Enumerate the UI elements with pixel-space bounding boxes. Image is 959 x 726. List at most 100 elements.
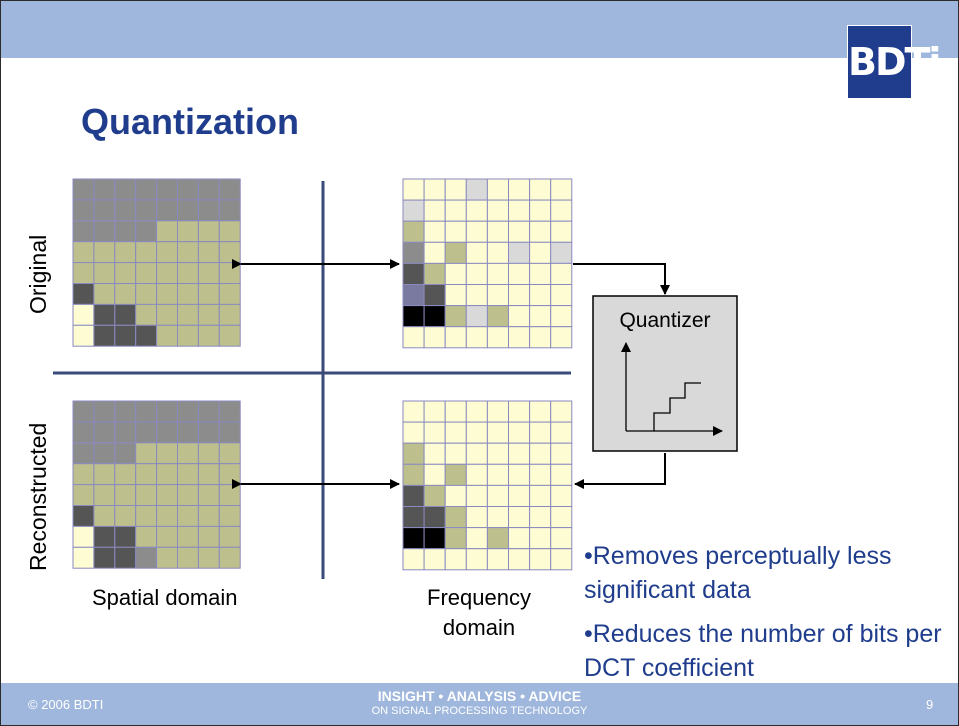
grid-cell: [93, 324, 116, 347]
grid-cell: [529, 326, 552, 349]
grid-cell: [114, 421, 137, 444]
grid-cell: [156, 400, 179, 423]
grid-cell: [156, 241, 179, 264]
grid-cell: [156, 199, 179, 222]
quantizer-box: [592, 295, 738, 452]
grid-cell: [135, 283, 158, 305]
grid-cell: [218, 220, 241, 243]
grid-cell: [156, 463, 179, 486]
grid-cell: [177, 421, 199, 444]
grid-cell: [486, 199, 509, 222]
spatial-domain-caption: Spatial domain: [92, 585, 238, 610]
grid-cell: [177, 303, 199, 326]
grid-cell: [72, 178, 95, 201]
grid-cell: [508, 463, 531, 486]
grid-cell: [486, 463, 509, 486]
grid-cell: [486, 400, 509, 423]
grid-cell: [114, 463, 137, 486]
grid-cell: [444, 241, 467, 264]
grid-cell: [508, 400, 531, 423]
grid-cell: [72, 262, 95, 285]
grid-cell: [218, 525, 241, 548]
grid-cell: [486, 527, 509, 550]
grid-cell: [197, 546, 220, 569]
grid-cell: [508, 442, 531, 465]
grid-cell: [93, 463, 116, 486]
grid-cell: [423, 421, 446, 444]
grid-cell: [93, 442, 116, 465]
grid-cell: [218, 199, 241, 222]
grid-cell: [423, 463, 446, 486]
grid-cell: [550, 326, 573, 349]
grid-cell: [177, 199, 199, 222]
quantizer-label: Quantizer: [619, 309, 710, 332]
grid-cell: [177, 262, 199, 285]
grid-cell: [197, 421, 220, 444]
grid-cell: [135, 262, 158, 285]
grid-cell: [486, 442, 509, 465]
grid-cell: [135, 178, 158, 201]
grid-cell: [508, 484, 531, 507]
grid-cell: [465, 548, 488, 571]
grid-cell: [465, 178, 488, 201]
grid-cell: [177, 546, 199, 569]
grid-cell: [550, 484, 573, 507]
grid-cell: [465, 220, 488, 243]
grid-cell: [114, 525, 137, 548]
grid-cell: [218, 241, 241, 264]
grid-cell: [135, 303, 158, 326]
grid-cell: [508, 178, 531, 201]
grid-cell: [93, 241, 116, 264]
grid-cell: [177, 505, 199, 527]
grid-cell: [114, 199, 137, 222]
grid-cell: [114, 442, 137, 465]
grid-cell: [550, 421, 573, 444]
grid-cell: [177, 178, 199, 201]
grid-cell: [529, 305, 552, 328]
spatial-reconstructed-grid: [72, 400, 241, 569]
grid-cell: [529, 178, 552, 201]
grid-cell: [156, 505, 179, 527]
grid-cell: [177, 525, 199, 548]
grid-cell: [72, 400, 95, 423]
grid-cell: [465, 305, 488, 328]
grid-cell: [218, 400, 241, 423]
grid-cell: [423, 178, 446, 201]
grid-cell: [156, 546, 179, 569]
grid-cell: [423, 484, 446, 507]
grid-cell: [114, 178, 137, 201]
grid-cell: [197, 283, 220, 305]
grid-cell: [486, 421, 509, 444]
grid-cell: [135, 400, 158, 423]
grid-cell: [218, 463, 241, 486]
grid-cell: [218, 421, 241, 444]
grid-cell: [486, 326, 509, 349]
bullet-list: •Removes perceptually less significant d…: [584, 539, 958, 695]
grid-cell: [423, 241, 446, 264]
grid-cell: [72, 505, 95, 527]
grid-cell: [135, 199, 158, 222]
grid-cell: [72, 484, 95, 507]
grid-cell: [114, 400, 137, 423]
frequency-domain-caption: Frequency domain: [409, 583, 549, 643]
grid-cell: [72, 421, 95, 444]
grid-cell: [197, 324, 220, 347]
grid-cell: [156, 220, 179, 243]
grid-cell: [177, 241, 199, 264]
grid-cell: [423, 220, 446, 243]
grid-cell: [156, 525, 179, 548]
grid-cell: [529, 527, 552, 550]
grid-cell: [465, 199, 488, 222]
grid-cell: [156, 421, 179, 444]
grid-cell: [529, 199, 552, 222]
grid-cell: [402, 484, 425, 507]
grid-cell: [486, 506, 509, 529]
from-quantizer-arrow: [574, 453, 666, 489]
grid-cell: [135, 463, 158, 486]
grid-cell: [197, 505, 220, 527]
grid-cell: [550, 463, 573, 486]
grid-cell: [444, 421, 467, 444]
grid-cell: [486, 262, 509, 285]
grid-cell: [218, 262, 241, 285]
grid-cell: [114, 241, 137, 264]
